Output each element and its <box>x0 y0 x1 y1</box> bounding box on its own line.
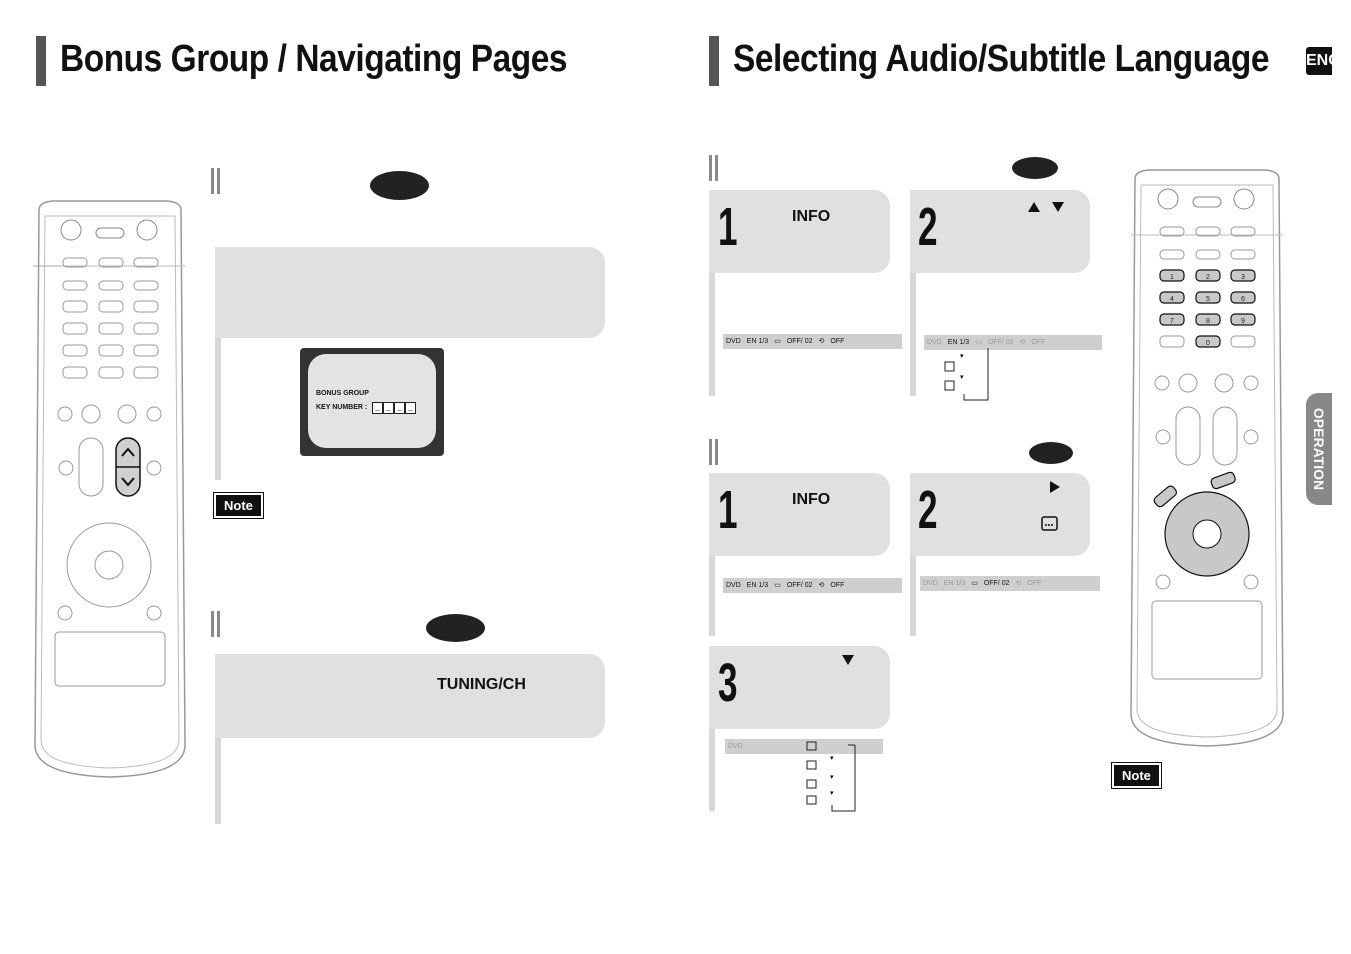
mode-oval-badge <box>426 614 485 642</box>
key-digit-box: _ <box>383 402 394 414</box>
step-connector <box>215 738 221 824</box>
remote-control-left <box>33 200 186 778</box>
tuning-ch-label: TUNING/CH <box>437 676 526 693</box>
title-accent-bar <box>36 36 46 86</box>
svg-text:▾: ▾ <box>960 373 964 381</box>
subtitle-cycle-diagram: ▾ ▾ ▾ <box>806 741 856 812</box>
step-box <box>709 473 890 556</box>
down-arrow-icon <box>842 655 854 665</box>
step-connector <box>910 273 916 396</box>
tv-screen: BONUS GROUP KEY NUMBER : _ _ _ _ <box>308 354 436 448</box>
step-number: 3 <box>718 653 738 713</box>
tv-screen-illustration: BONUS GROUP KEY NUMBER : _ _ _ _ <box>300 348 444 456</box>
section-marker <box>211 168 220 194</box>
operation-side-tab <box>1306 393 1332 505</box>
instruction-box <box>215 247 605 338</box>
step-box <box>910 473 1090 556</box>
step-connector <box>709 273 715 396</box>
svg-text:▾: ▾ <box>830 773 834 781</box>
step-connector <box>215 338 221 480</box>
svg-text:1: 1 <box>1170 274 1174 281</box>
operation-side-tab-label: OPERATION <box>1311 407 1327 491</box>
step-connector <box>709 556 715 636</box>
note-badge-left: Note <box>213 492 264 519</box>
note-badge-right: Note <box>1111 762 1162 789</box>
down-arrow-icon <box>1052 202 1064 212</box>
svg-text:8: 8 <box>1206 318 1210 325</box>
step-number: 1 <box>718 197 738 257</box>
title-accent-bar <box>709 36 719 86</box>
svg-text:▾: ▾ <box>830 789 834 797</box>
section-marker <box>709 155 718 181</box>
right-arrow-icon <box>1050 481 1060 493</box>
svg-text:5: 5 <box>1206 296 1210 303</box>
svg-text:3: 3 <box>1241 274 1245 281</box>
svg-text:▾: ▾ <box>830 754 834 762</box>
audio-cycle-diagram: ▾ ▾ <box>944 348 989 401</box>
step-box <box>709 190 890 273</box>
mode-oval-badge <box>370 171 429 200</box>
osd-bar-subtitle-cycle: DVD <box>725 739 883 754</box>
section-marker <box>709 439 718 465</box>
language-badge: ENG <box>1306 47 1332 75</box>
step-box <box>709 646 890 729</box>
page-title-right: Selecting Audio/Subtitle Language <box>733 38 1270 80</box>
svg-text:0: 0 <box>1206 340 1210 347</box>
info-button-label: INFO <box>792 208 831 225</box>
mode-oval-badge <box>1029 442 1073 464</box>
step-connector <box>709 729 715 811</box>
step-number: 2 <box>918 480 938 540</box>
step-number: 2 <box>918 197 938 257</box>
svg-text:7: 7 <box>1170 318 1174 325</box>
instruction-box <box>215 654 605 738</box>
page-title-left: Bonus Group / Navigating Pages <box>60 38 568 80</box>
svg-text:9: 9 <box>1241 318 1245 325</box>
key-digit-box: _ <box>394 402 405 414</box>
bonus-group-label: BONUS GROUP <box>316 390 369 397</box>
step-number: 1 <box>718 480 738 540</box>
svg-text:4: 4 <box>1170 296 1174 303</box>
svg-text:▾: ▾ <box>960 352 964 360</box>
remote-control-right: 1 2 3 4 5 6 7 8 9 0 <box>1130 169 1284 747</box>
step-connector <box>910 556 916 636</box>
svg-text:6: 6 <box>1241 296 1245 303</box>
mode-oval-badge <box>1012 157 1058 179</box>
up-arrow-icon <box>1028 202 1040 212</box>
subtitle-icon <box>1041 516 1058 531</box>
key-digit-box: _ <box>405 402 416 414</box>
info-button-label: INFO <box>792 491 831 508</box>
key-number-label: KEY NUMBER : <box>316 404 368 411</box>
section-marker <box>211 611 220 637</box>
svg-text:2: 2 <box>1206 274 1210 281</box>
key-digit-box: _ <box>372 402 383 414</box>
